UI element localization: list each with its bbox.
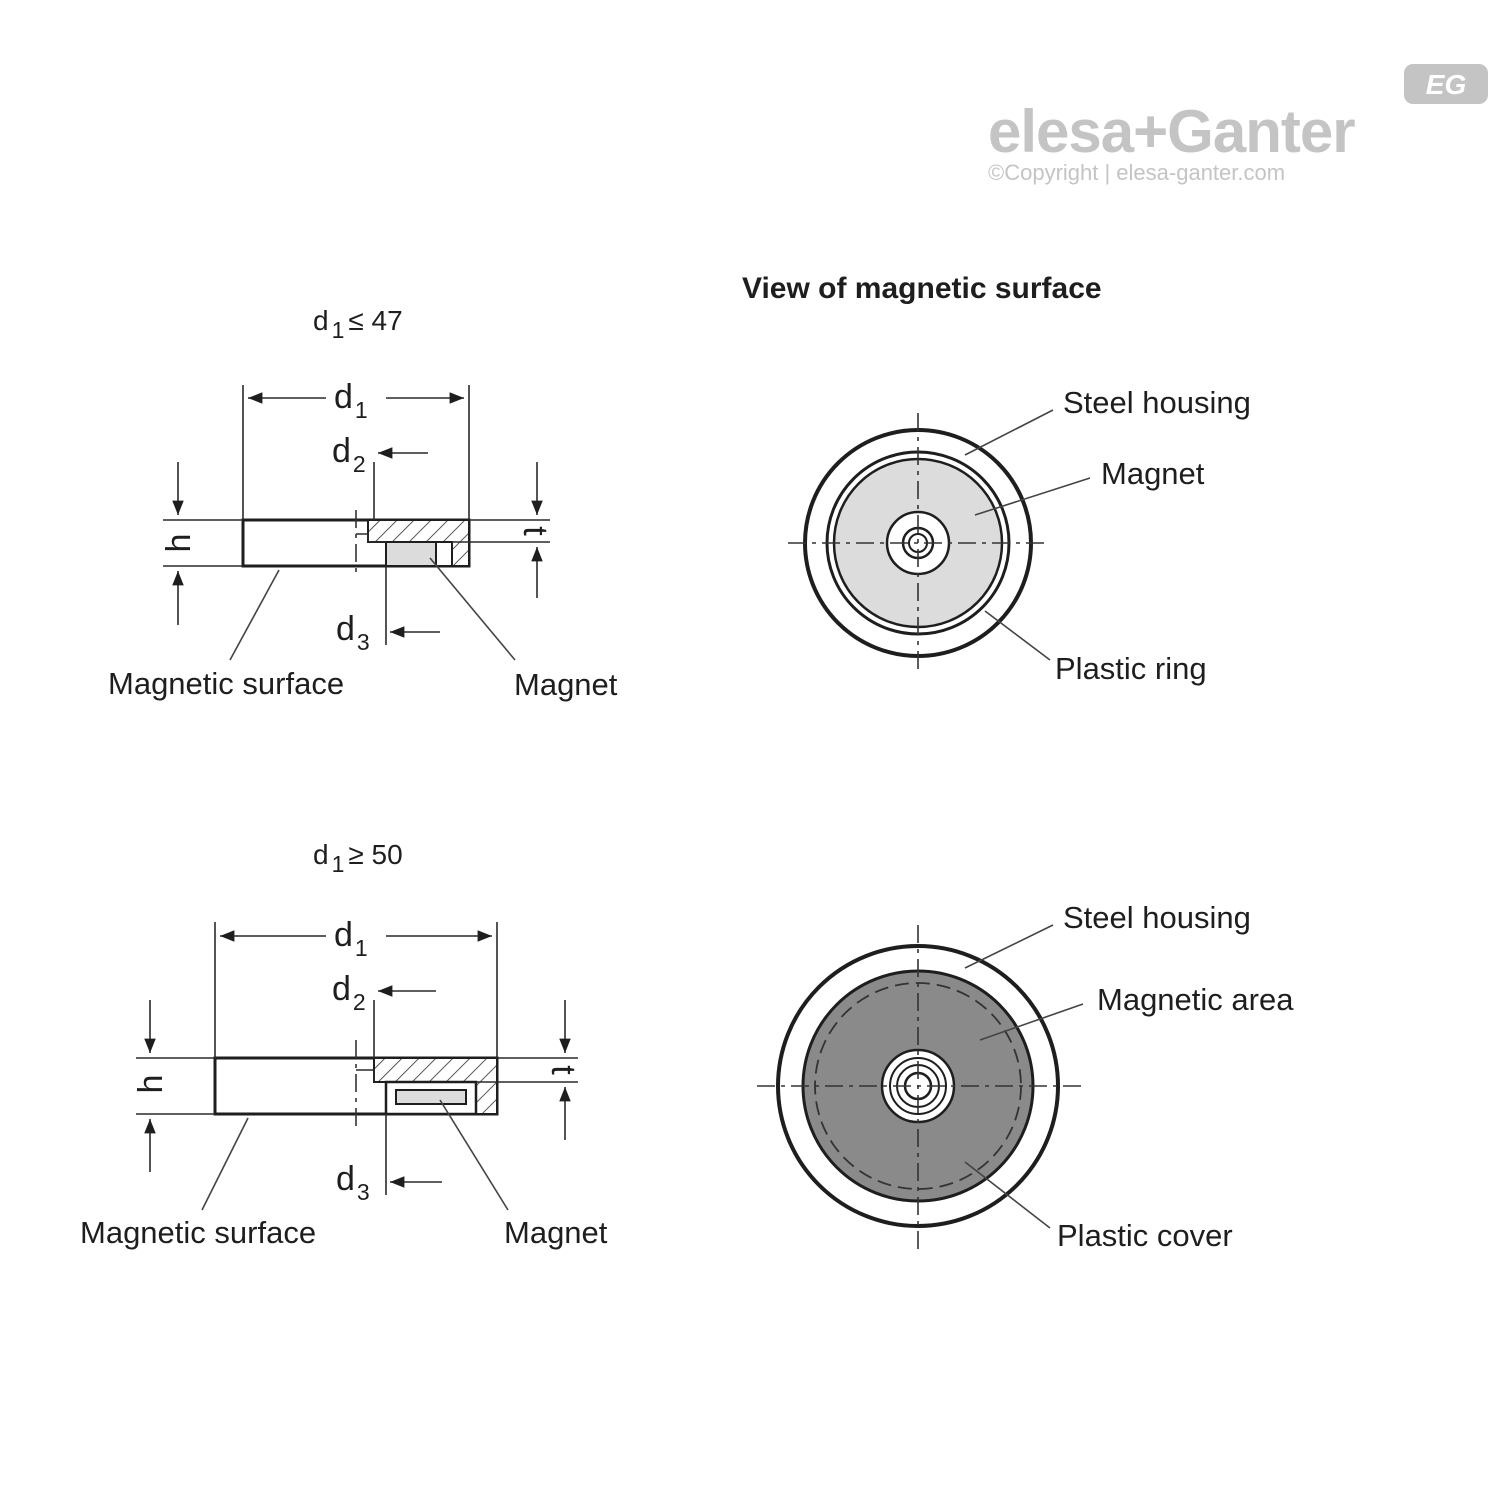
bottom-d2-sub: 2 bbox=[353, 989, 366, 1015]
eg-badge-text: EG bbox=[1426, 69, 1466, 100]
bottom-magnet-label: Magnet bbox=[504, 1215, 608, 1250]
bottom-magnet-leader bbox=[439, 1099, 509, 1211]
bottom-plastic-cover-leader bbox=[964, 1161, 1051, 1229]
top-condition-rest: ≤ 47 bbox=[348, 305, 402, 336]
top-condition-sub: 1 bbox=[332, 317, 345, 343]
bottom-condition-sub: 1 bbox=[332, 851, 345, 877]
top-d2-d: d bbox=[332, 432, 351, 470]
top-magnet-leader bbox=[429, 557, 516, 661]
brand-logo: EG elesa+Ganter ©Copyright | elesa-gante… bbox=[988, 64, 1488, 185]
bottom-plastic-cover-label: Plastic cover bbox=[1057, 1218, 1233, 1253]
top-steel-housing-label: Steel housing bbox=[1063, 385, 1251, 420]
top-magnet-face-label: Magnet bbox=[1101, 456, 1205, 491]
bottom-bore-edge bbox=[356, 1069, 375, 1082]
bottom-magnet-section bbox=[395, 1089, 467, 1105]
bottom-magnetic-surface-label: Magnetic surface bbox=[80, 1215, 316, 1250]
top-plastic-ring-section bbox=[435, 541, 453, 567]
top-t-label: t bbox=[516, 526, 554, 536]
top-magnet-face-leader bbox=[974, 477, 1091, 516]
top-h-label: h bbox=[160, 534, 198, 553]
bottom-d2-label: d2 bbox=[332, 970, 366, 1015]
bottom-magnetic-surface-leader bbox=[201, 1117, 249, 1211]
top-d1-d: d bbox=[334, 378, 353, 416]
top-face-view: View of magnetic surface Steel housing M… bbox=[742, 272, 1251, 686]
bottom-d1-sub: 1 bbox=[355, 935, 368, 961]
bottom-d2-d: d bbox=[332, 970, 351, 1008]
bottom-d3-sub: 3 bbox=[357, 1179, 370, 1205]
eg-badge bbox=[1404, 64, 1488, 104]
top-d1-label: d1 bbox=[334, 378, 368, 423]
top-magnetic-surface-leader bbox=[229, 569, 280, 661]
top-d3-label: d3 bbox=[336, 610, 370, 655]
top-d3-d: d bbox=[336, 610, 355, 648]
top-d1-sub: 1 bbox=[355, 397, 368, 423]
bottom-magnetic-area-label: Magnetic area bbox=[1097, 982, 1294, 1017]
bottom-h-label: h bbox=[132, 1075, 170, 1094]
bottom-t-label: t bbox=[544, 1065, 582, 1075]
bottom-d3-d: d bbox=[336, 1160, 355, 1198]
bottom-d1-d: d bbox=[334, 916, 353, 954]
top-magnetic-surface-label: Magnetic surface bbox=[108, 666, 344, 701]
top-condition-d: d bbox=[313, 305, 329, 336]
logo-wordmark: elesa+Ganter bbox=[988, 98, 1355, 165]
copyright-text: ©Copyright | elesa-ganter.com bbox=[988, 160, 1285, 185]
view-title: View of magnetic surface bbox=[742, 272, 1102, 305]
bottom-magnetic-area-leader bbox=[979, 1003, 1084, 1041]
top-d2-label: d2 bbox=[332, 432, 366, 477]
bottom-condition-d: d bbox=[313, 839, 329, 870]
top-steel-housing-leader bbox=[964, 409, 1054, 456]
top-d3-sub: 3 bbox=[357, 629, 370, 655]
bottom-face-view: Steel housing Magnetic area Plastic cove… bbox=[757, 900, 1294, 1253]
bottom-d1-label: d1 bbox=[334, 916, 368, 961]
bottom-steel-housing-label: Steel housing bbox=[1063, 900, 1251, 935]
bottom-d3-label: d3 bbox=[336, 1160, 370, 1205]
top-plastic-ring-label: Plastic ring bbox=[1055, 651, 1207, 686]
bottom-steel-housing-leader bbox=[964, 924, 1054, 969]
top-bore-edge bbox=[356, 533, 386, 543]
top-magnet-section bbox=[385, 541, 437, 567]
top-magnet-label: Magnet bbox=[514, 667, 618, 702]
bottom-condition-rest: ≥ 50 bbox=[348, 839, 402, 870]
top-plastic-ring-leader bbox=[984, 610, 1051, 661]
top-d2-sub: 2 bbox=[353, 451, 366, 477]
